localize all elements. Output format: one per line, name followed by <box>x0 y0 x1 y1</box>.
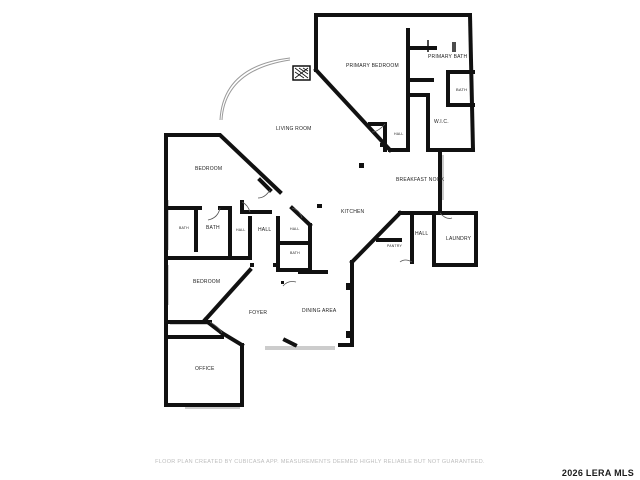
room-label-hall-a: HALL <box>236 228 246 232</box>
room-label-hall-c: HALL <box>290 227 300 231</box>
room-label-bedroom-1: BEDROOM <box>195 166 222 172</box>
room-label-kitchen: KITCHEN <box>341 209 365 215</box>
room-label-living-room: LIVING ROOM <box>276 126 312 132</box>
walls <box>164 12 478 407</box>
room-label-bath-primary: BATH <box>456 87 467 92</box>
room-label-hall-b: HALL <box>258 227 271 233</box>
room-label-wic: W.I.C. <box>434 119 449 125</box>
room-label-bath-c: BATH <box>290 251 300 255</box>
room-label-hall-primary: HALL <box>394 132 404 136</box>
fireplace-icon <box>292 65 311 81</box>
room-label-hall-d: HALL <box>415 231 428 237</box>
room-label-foyer: FOYER <box>249 310 267 316</box>
room-label-primary-bath: PRIMARY BATH <box>428 54 468 60</box>
room-label-bedroom-2: BEDROOM <box>193 279 220 285</box>
room-label-dining-area: DINING AREA <box>302 308 337 314</box>
fixtures <box>250 143 384 338</box>
room-label-laundry: LAUNDRY <box>446 236 472 242</box>
door-swings <box>207 40 456 334</box>
room-label-bath-a: BATH <box>179 226 189 230</box>
room-label-primary-bedroom: PRIMARY BEDROOM <box>346 63 399 69</box>
disclaimer-text: FLOOR PLAN CREATED BY CUBICASA APP. MEAS… <box>155 459 485 465</box>
room-label-office: OFFICE <box>195 366 215 372</box>
room-label-bath-b: BATH <box>206 225 220 231</box>
room-labels: PRIMARY BEDROOM PRIMARY BATH BATH W.I.C.… <box>179 54 472 372</box>
mls-watermark: 2026 LERA MLS <box>561 468 634 478</box>
room-label-breakfast-nook: BREAKFAST NOOK <box>396 177 445 183</box>
room-label-pantry: PANTRY <box>387 244 403 248</box>
